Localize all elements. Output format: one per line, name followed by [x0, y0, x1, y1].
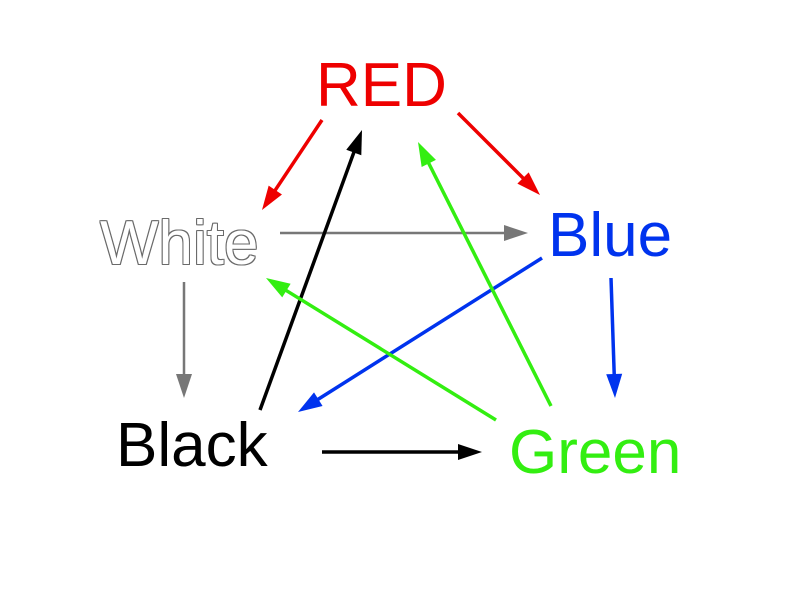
node-red-label: RED: [316, 51, 447, 120]
arrow-shaft: [258, 150, 357, 411]
arrow-head: [606, 373, 623, 398]
node-black-label: Black: [116, 411, 268, 480]
arrow-head: [176, 374, 192, 398]
arrow-head: [504, 225, 528, 241]
arrow-red-to-white: [262, 119, 324, 210]
arrow-white-to-black: [176, 282, 192, 398]
arrow-black-to-green: [322, 444, 482, 460]
arrow-head: [458, 444, 482, 460]
arrow-black-to-red: [258, 130, 362, 411]
arrow-green-to-red: [418, 142, 553, 407]
arrow-blue-to-green: [606, 277, 623, 398]
arrow-shaft: [315, 256, 543, 402]
arrow-shaft: [426, 160, 553, 407]
arrow-shaft: [272, 119, 324, 193]
arrow-shaft: [609, 277, 617, 377]
arrow-head: [262, 185, 282, 210]
arrow-green-to-white: [266, 278, 497, 422]
arrow-white-to-blue: [280, 225, 528, 241]
arrow-shaft: [283, 288, 497, 422]
arrow-head: [517, 172, 540, 195]
node-green-label: Green: [509, 418, 682, 487]
arrow-shaft: [456, 111, 526, 181]
node-white-label: White: [100, 209, 259, 278]
arrow-head: [418, 142, 436, 168]
arrow-head: [266, 278, 291, 298]
arrow-blue-to-black: [298, 256, 543, 412]
node-blue-label: Blue: [548, 201, 673, 270]
arrow-red-to-blue: [456, 111, 540, 195]
arrow-head: [346, 130, 362, 156]
arrow-head: [298, 392, 323, 412]
